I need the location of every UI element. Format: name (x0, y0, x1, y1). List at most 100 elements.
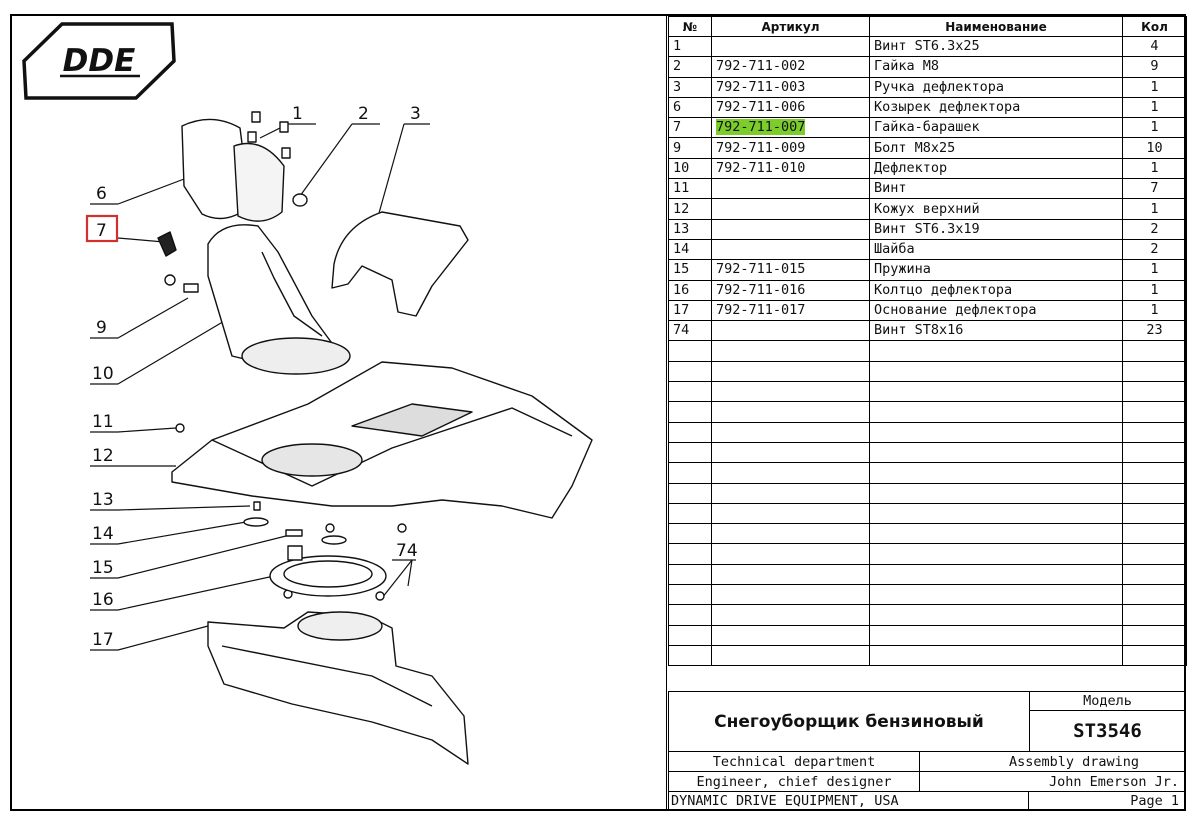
exploded-view: DDE (22, 22, 593, 765)
cell-num: 2 (668, 56, 712, 78)
empty-cell (1122, 624, 1187, 646)
empty-cell (668, 421, 712, 443)
callout-3: 3 (410, 104, 421, 124)
cell-num: 7 (668, 117, 712, 139)
article-number: 792-711-017 (716, 302, 806, 318)
table-row-empty (668, 462, 1187, 484)
empty-cell (668, 360, 712, 383)
model-label: Модель (1029, 691, 1186, 711)
cell-num: 12 (668, 198, 712, 220)
cell-article (711, 218, 870, 240)
cell-qty: 7 (1122, 178, 1187, 200)
empty-cell (869, 502, 1123, 525)
handle-part (331, 211, 469, 317)
empty-cell (1122, 584, 1187, 606)
article-number: 792-711-016 (716, 281, 806, 298)
empty-cell (668, 441, 712, 464)
empty-cell (1122, 401, 1187, 423)
cell-article: 792-711-010 (711, 157, 870, 180)
empty-cell (668, 502, 712, 525)
cell-name: Кожух верхний (869, 198, 1123, 220)
empty-cell (711, 421, 870, 443)
empty-cell (869, 401, 1123, 423)
callout-7-highlight-box (85, 214, 119, 243)
empty-cell (668, 563, 712, 586)
table-row-empty (668, 644, 1187, 667)
empty-cell (1122, 502, 1187, 525)
cell-num: 15 (668, 259, 712, 281)
cell-qty: 1 (1122, 299, 1187, 322)
cell-num: 10 (668, 157, 712, 180)
cell-num: 17 (668, 299, 712, 322)
cell-name: Дефлектор (869, 157, 1123, 180)
article-number: 792-711-009 (716, 139, 806, 156)
empty-cell (869, 563, 1123, 586)
cell-qty: 1 (1122, 117, 1187, 139)
wing-nut-part (157, 231, 177, 257)
engineer-name: John Emerson Jr. (919, 771, 1186, 792)
cell-article: 792-711-006 (711, 96, 870, 119)
empty-cell (1122, 462, 1187, 484)
empty-cell (711, 584, 870, 606)
cell-article: 792-711-017 (711, 299, 870, 322)
empty-cell (711, 624, 870, 646)
cell-qty: 10 (1122, 137, 1187, 159)
empty-cell (668, 604, 712, 626)
empty-cell (668, 523, 712, 545)
empty-cell (869, 360, 1123, 383)
empty-cell (869, 584, 1123, 606)
cell-article: 792-711-002 (711, 56, 870, 78)
cell-name: Винт ST8x16 (869, 320, 1123, 342)
page-number: Page 1 (1028, 791, 1186, 810)
drawing-type: Assembly drawing (919, 751, 1186, 772)
cell-num: 1 (668, 35, 712, 58)
header-num: № (668, 16, 712, 37)
engineer-role: Engineer, chief designer (668, 771, 920, 792)
cell-num: 3 (668, 76, 712, 98)
empty-cell (711, 644, 870, 667)
empty-cell (869, 421, 1123, 443)
cell-name: Пружина (869, 259, 1123, 281)
cell-name: Шайба (869, 238, 1123, 261)
table-row-empty (668, 563, 1187, 586)
cell-article (711, 178, 870, 200)
empty-cell (869, 441, 1123, 464)
empty-cell (869, 482, 1123, 504)
empty-cell (711, 360, 870, 383)
cell-name: Козырек дефлектора (869, 96, 1123, 119)
department: Technical department (668, 751, 920, 772)
dde-logo-text: DDE (63, 43, 136, 79)
callout-13: 13 (92, 490, 114, 510)
empty-cell (711, 441, 870, 464)
cell-qty: 1 (1122, 157, 1187, 180)
title-block: Снегоуборщик бензиновый Модель ST3546 Te… (668, 691, 1186, 810)
empty-cell (711, 462, 870, 484)
article-number: 792-711-003 (716, 78, 806, 95)
empty-cell (668, 462, 712, 484)
empty-cell (1122, 604, 1187, 626)
table-row-empty (668, 584, 1187, 606)
header-name: Наименование (869, 16, 1123, 37)
cell-qty: 1 (1122, 96, 1187, 119)
callout-17: 17 (92, 630, 114, 650)
cell-num: 14 (668, 238, 712, 261)
empty-cell (711, 482, 870, 504)
table-row-empty (668, 401, 1187, 423)
callout-14: 14 (92, 524, 114, 544)
cell-article: 792-711-009 (711, 137, 870, 159)
cell-article (711, 35, 870, 58)
article-number: 792-711-007 (716, 119, 806, 136)
cell-name: Винт (869, 178, 1123, 200)
